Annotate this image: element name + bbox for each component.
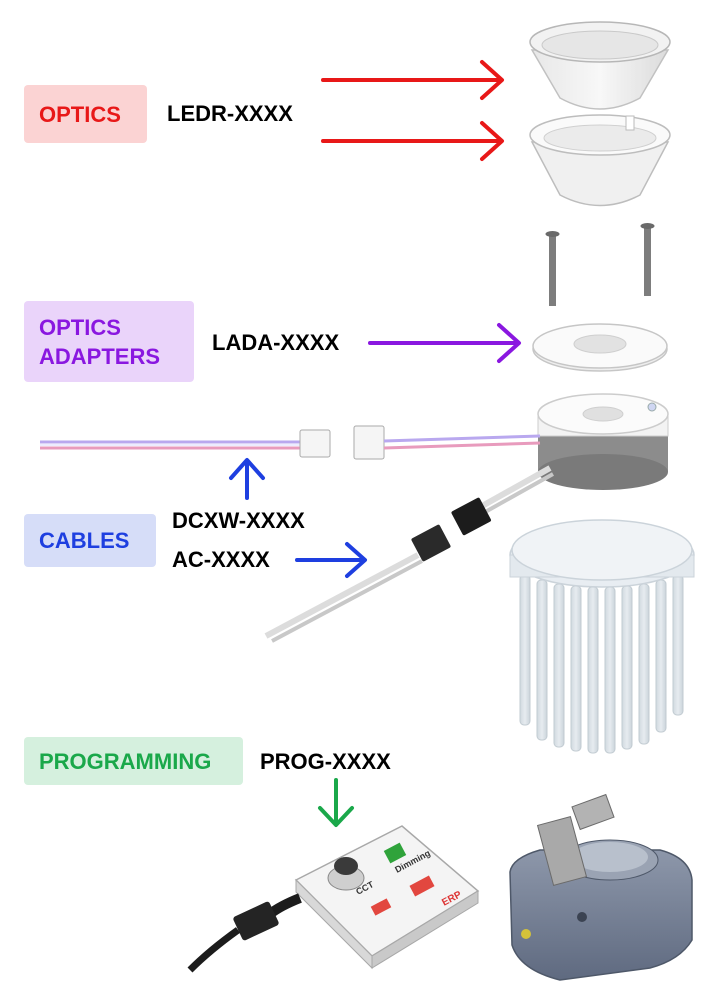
optics-adapters-arrow [368,323,521,363]
cables-label: CABLES [39,528,130,553]
led-module [537,393,669,490]
cables-tag: CABLES [24,514,156,567]
programmer-device: CCT Dimming ERP [294,825,480,970]
optic-lens-clear [529,21,671,110]
optics-code: LEDR-XXXX [167,101,293,126]
programming-arrow-down [318,778,354,827]
ac-cable [264,465,554,643]
programming-tag: PROGRAMMING [24,737,243,785]
optics-label: OPTICS [39,101,121,127]
ac-cable-code: AC-XXXX [172,547,270,572]
optics-tag: OPTICS [24,85,147,143]
optics-adapters-label-line1: OPTICS [39,314,121,340]
optic-lens-frosted [529,114,671,207]
optics-adapter-ring [532,323,668,372]
optics-arrow-top [321,60,504,100]
optics-adapters-label-line2: ADAPTERS [39,343,161,369]
driver-housing [509,793,693,981]
dc-cable [40,425,541,460]
optics-adapters-code: LADA-XXXX [212,330,340,355]
programming-label: PROGRAMMING [39,748,212,774]
programmer-cable [187,893,302,973]
dc-cable-code: DCXW-XXXX [172,508,305,533]
optics-arrow-bottom [321,121,504,161]
programming-code: PROG-XXXX [260,749,391,774]
screws [545,223,655,306]
dc-cable-arrow-up [229,458,265,500]
pin-fin-heat-sink [509,519,695,754]
optics-adapters-tag: OPTICS ADAPTERS [24,301,194,382]
ac-cable-arrow [295,542,367,578]
